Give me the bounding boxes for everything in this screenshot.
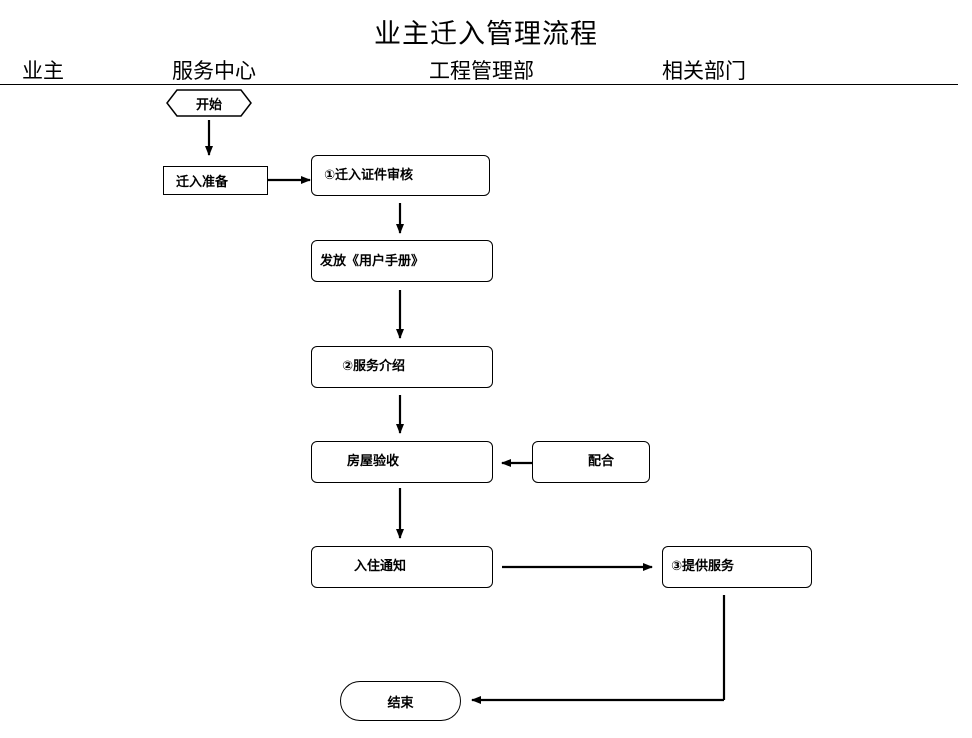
cooperate-label: 配合 (588, 454, 615, 469)
service-intro-node: ②服务介绍 (311, 346, 493, 388)
diagram-title: 业主迁入管理流程 (374, 19, 598, 50)
prepare-label: 迁入准备 (176, 175, 229, 190)
inspection-node: 房屋验收 (311, 441, 493, 483)
lane-header-related-depts: 相关部门 (662, 59, 746, 83)
manual-node: 发放《用户手册》 (311, 240, 493, 282)
header-divider (0, 84, 958, 85)
inspection-label: 房屋验收 (347, 454, 400, 469)
end-label: 结束 (387, 695, 414, 711)
provide-service-label: ③提供服务 (671, 559, 735, 574)
move-in-notice-label: 入住通知 (354, 559, 407, 574)
certificate-node: ①迁入证件审核 (311, 155, 490, 196)
start-hexagon-shape (166, 89, 252, 117)
certificate-label: ①迁入证件审核 (324, 168, 414, 183)
prepare-node: 迁入准备 (163, 166, 268, 195)
lane-header-service-center: 服务中心 (172, 59, 256, 83)
move-in-notice-node: 入住通知 (311, 546, 493, 588)
lane-header-engineering: 工程管理部 (429, 59, 534, 83)
lane-header-owner: 业主 (22, 59, 64, 83)
end-node: 结束 (340, 681, 461, 721)
start-node: 开始 (165, 88, 253, 118)
start-label: 开始 (195, 97, 222, 113)
service-intro-label: ②服务介绍 (342, 359, 406, 374)
manual-label: 发放《用户手册》 (320, 254, 425, 269)
provide-service-node: ③提供服务 (662, 546, 812, 588)
cooperate-node: 配合 (532, 441, 650, 483)
